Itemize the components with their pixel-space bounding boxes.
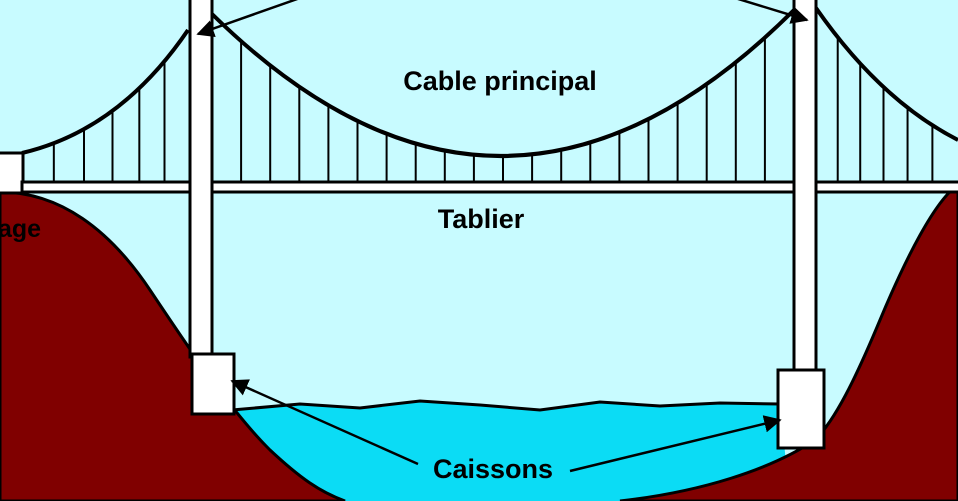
arrow-left-cable <box>196 0 299 38</box>
caissons-label: Caissons <box>433 454 553 484</box>
water <box>232 401 790 501</box>
left-side-cable <box>21 28 190 155</box>
deck <box>20 180 958 194</box>
left-anchorage <box>0 151 25 195</box>
anchorage-label: age <box>0 215 41 243</box>
left-tower <box>188 0 214 359</box>
right-tower <box>792 0 818 372</box>
right-caisson <box>776 368 826 450</box>
arrow-right-cable <box>737 0 809 24</box>
arrow-right-caisson <box>569 415 782 473</box>
right-ground <box>619 183 958 501</box>
deck-label: Tablier <box>438 204 525 234</box>
main-cable <box>210 8 796 158</box>
left-caisson <box>190 352 236 416</box>
right-side-cable <box>814 6 958 142</box>
main-cable-label: Cable principal <box>403 66 597 96</box>
arrow-left-caisson <box>230 379 419 466</box>
water-surface-line <box>231 399 781 412</box>
hangers <box>52 37 934 183</box>
